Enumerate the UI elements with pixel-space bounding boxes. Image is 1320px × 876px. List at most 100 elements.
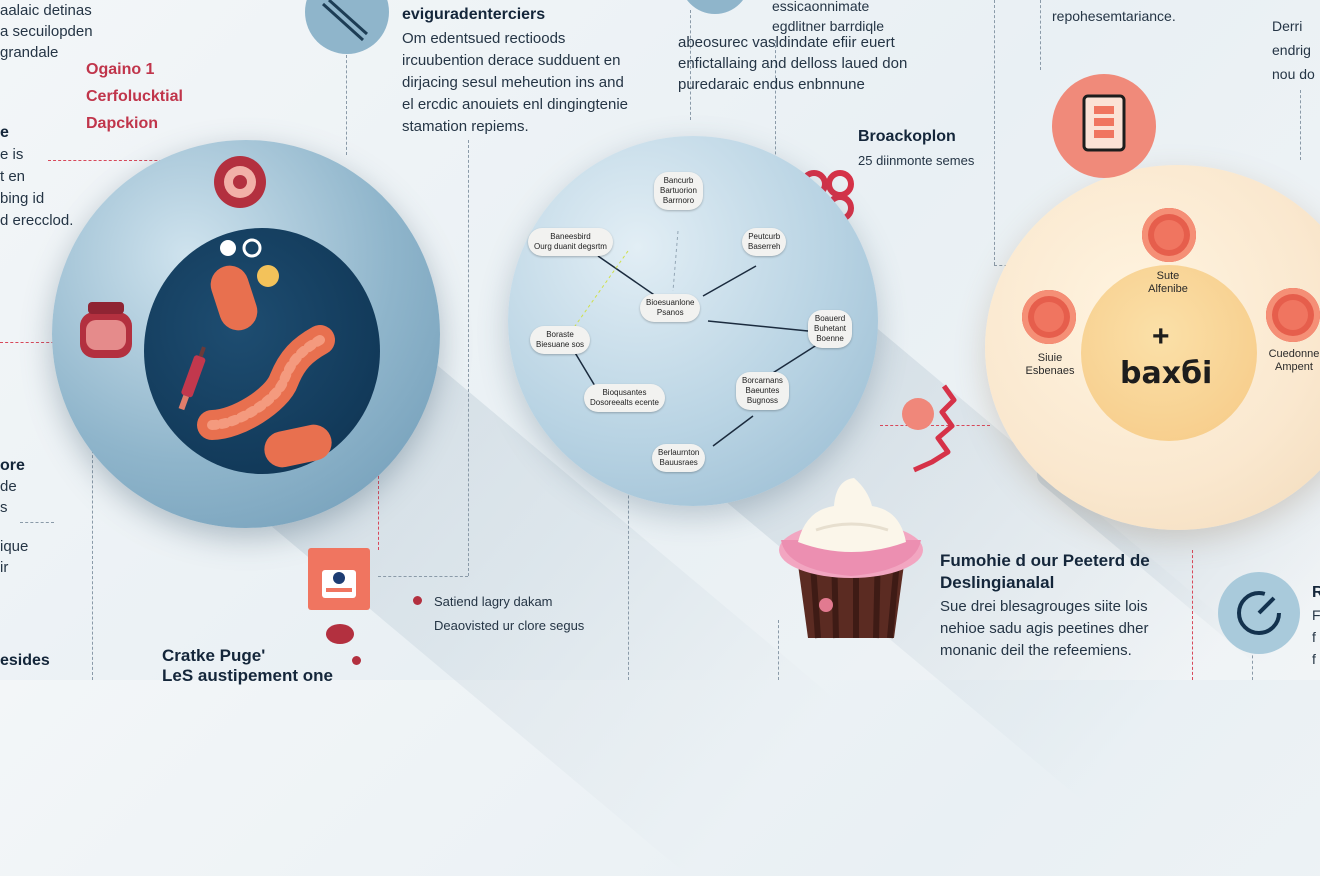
bottom-right-heading: Fumohie d our Peeterd de Deslingianalal [940, 550, 1150, 594]
bottom-center-text: Satiend lagry dakam Deaovisted ur clore … [434, 590, 584, 638]
text-line: nehioe sadu agis peetines dher [940, 620, 1149, 637]
text-line: monanic deil the refeemiens. [940, 642, 1132, 659]
text-line: Deslingianalal [940, 573, 1055, 592]
red-connector [0, 342, 80, 343]
text-line: a secuilopden [0, 23, 93, 40]
connector-line [468, 140, 469, 576]
connector-line [1040, 0, 1041, 70]
text-line: stamation repiems. [402, 118, 529, 135]
text-line: grandale [0, 44, 59, 61]
text-line: ique [0, 538, 29, 555]
cell-icon [214, 156, 266, 208]
text-line: s [0, 499, 8, 516]
connector-line [775, 40, 776, 200]
top-center-text: Om edentsued rectioods ircuubention dera… [402, 28, 628, 138]
text-line: de [0, 478, 17, 495]
connector-line [1252, 650, 1253, 680]
text-line: e is [0, 146, 24, 163]
bullet-dot [352, 656, 361, 665]
text-line: f [1312, 629, 1316, 645]
text-line: el ercdic anouiets enl dingingtenie [402, 96, 628, 113]
section-heading: eviguradenterciers [402, 6, 546, 23]
text-line: nou do [1272, 66, 1315, 82]
top-mid-text: abeosurec vasldindate efiir euert enfict… [678, 32, 907, 95]
text-line: dirjacing sesul meheution ins and [402, 74, 624, 91]
far-right-text: Derri endrig nou do [1272, 14, 1315, 86]
target-chip-icon [1142, 208, 1196, 262]
text-line: Sue drei blesagrouges siite lois [940, 598, 1148, 615]
text-line: e [0, 124, 9, 141]
connector-line [1300, 90, 1301, 160]
left-top-text: aalaic detinas a secuilopden grandale [0, 0, 93, 63]
organelle-dot [242, 238, 262, 258]
tablet-icon [308, 548, 370, 610]
bottom-left-title: Cratke Puge' LeS austipement one [162, 646, 333, 686]
target-chip-icon [1266, 288, 1320, 342]
text-line: ircuubention derace sudduent en [402, 52, 621, 69]
connector-line [346, 55, 347, 155]
text-line: abeosurec vasldindate efiir euert [678, 34, 895, 51]
text-line: aalaic detinas [0, 2, 92, 19]
brockoplon-title: Broackoplon [858, 128, 956, 145]
mitochondria-shape [210, 265, 258, 331]
text-line: LeS austipement one [162, 666, 333, 685]
target-chip-icon [1022, 290, 1076, 344]
bottom-right-text: Sue drei blesagrouges siite lois nehioe … [940, 596, 1149, 662]
text-line: ore [0, 457, 25, 474]
connector-line [994, 0, 995, 265]
left-mid-text: e e is t en bing id d erecclod. [0, 122, 73, 232]
left-lower-text: ore de s ique ir [0, 455, 28, 578]
text-line: f [1312, 651, 1316, 667]
top-mid-small: essicaonnimate egdlitner barrdiqle [772, 0, 884, 36]
far-right-edge-text: R F f f [1312, 582, 1320, 670]
plus-icon: + [1152, 320, 1170, 353]
red-label: Ogaino 1 [86, 61, 155, 78]
brand-label: baxбi [1120, 356, 1213, 391]
bullet-dot [413, 596, 422, 605]
red-connector [378, 420, 379, 550]
diagram-edges [567, 230, 824, 447]
red-connector [880, 425, 990, 426]
text-line: puredaraic endus enbnnune [678, 76, 865, 93]
document-circle-icon [1052, 74, 1156, 178]
syringe-icon [178, 346, 206, 411]
text-line: Om edentsued rectioods [402, 30, 566, 47]
text-line: F [1312, 607, 1320, 623]
organelle-shape [264, 424, 332, 468]
red-label: Dapckion [86, 115, 159, 132]
text-line: essicaonnimate [772, 0, 870, 14]
organelle-dot [220, 240, 236, 256]
brockoplon-subtitle: 25 diinmonte semes [858, 153, 975, 168]
text-line: endrig [1272, 42, 1311, 58]
gauge-circle-icon [1218, 572, 1300, 654]
red-label: Cerfolucktial [86, 88, 183, 105]
red-label-group: Ogaino 1 Cerfolucktial Dapckion [86, 56, 183, 137]
text-line: d erecclod. [0, 212, 74, 229]
text-line: R [1312, 584, 1320, 601]
cupcake-illustration [779, 478, 923, 639]
text-line: Derri [1272, 18, 1303, 34]
text-line: Fumohie d our Peeterd de [940, 551, 1150, 570]
text-line: ir [0, 559, 9, 576]
brand-core [1081, 265, 1257, 441]
text-line: enfictallaing and delloss laued don [678, 55, 908, 72]
connector-line [378, 576, 468, 577]
text-line: Cratke Puge' [162, 646, 266, 665]
text-line: Deaovisted ur clore segus [434, 618, 585, 633]
jar-icon [80, 302, 132, 358]
pencil-circle-icon [305, 0, 389, 54]
connector-line [690, 10, 691, 120]
connector-line [778, 620, 779, 680]
red-connector [48, 160, 213, 161]
